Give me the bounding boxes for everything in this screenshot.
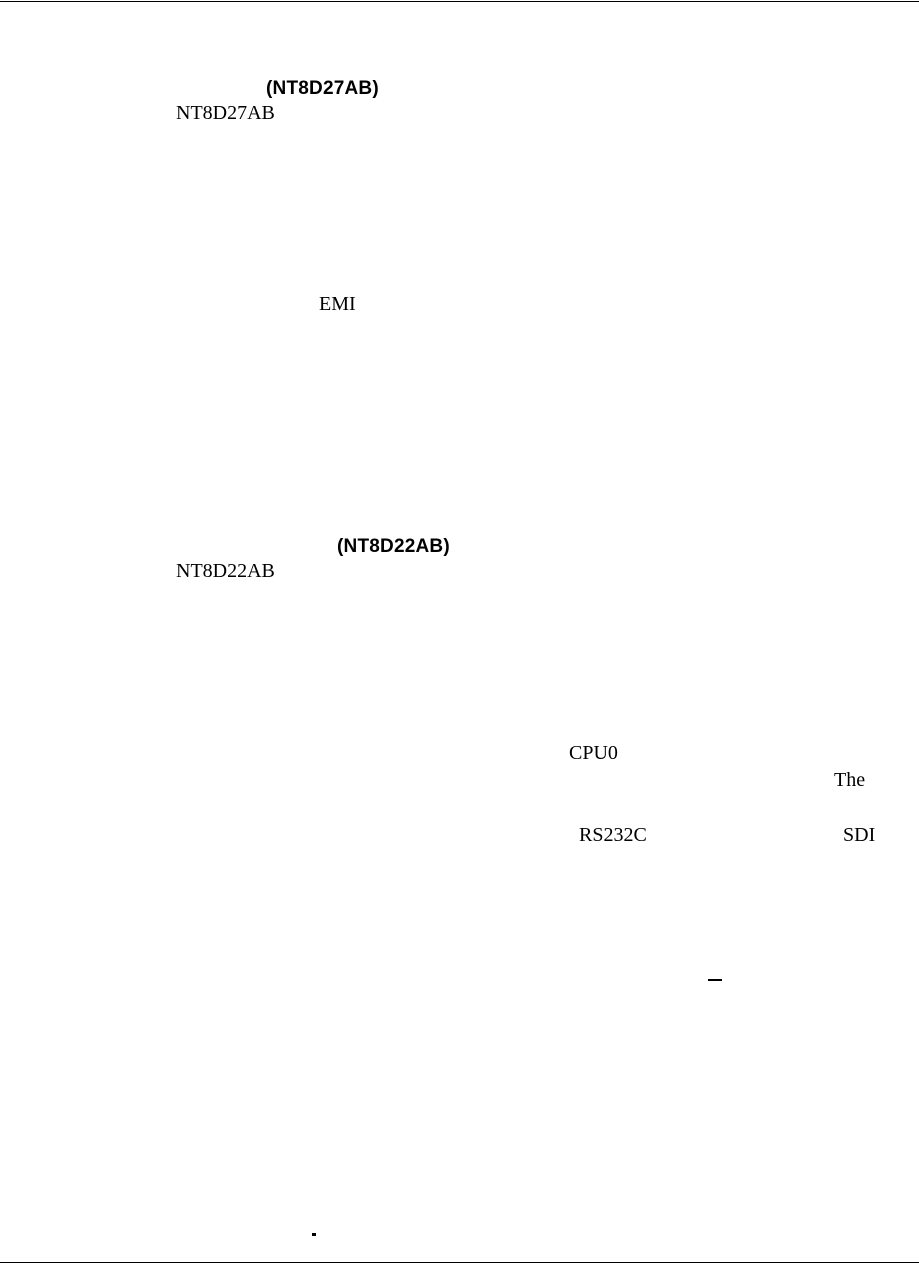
section-2-heading-code: (NT8D22AB) — [337, 536, 450, 557]
section-1-body-code: NT8D27AB — [176, 102, 275, 124]
section-2-fragment-rs232c: RS232C — [579, 824, 647, 846]
section-1-heading-code: (NT8D27AB) — [266, 78, 379, 99]
section-1-fragment-emi: EMI — [319, 293, 356, 315]
section-2-fragment-cpu0: CPU0 — [569, 742, 618, 764]
section-2-body-code: NT8D22AB — [176, 560, 275, 582]
scan-speck — [708, 979, 722, 981]
section-2-fragment-the: The — [834, 769, 866, 791]
scan-speck — [312, 1233, 316, 1236]
section-2-fragment-sdi: SDI — [843, 824, 876, 846]
bottom-rule — [0, 1262, 919, 1263]
top-rule — [0, 1, 919, 2]
